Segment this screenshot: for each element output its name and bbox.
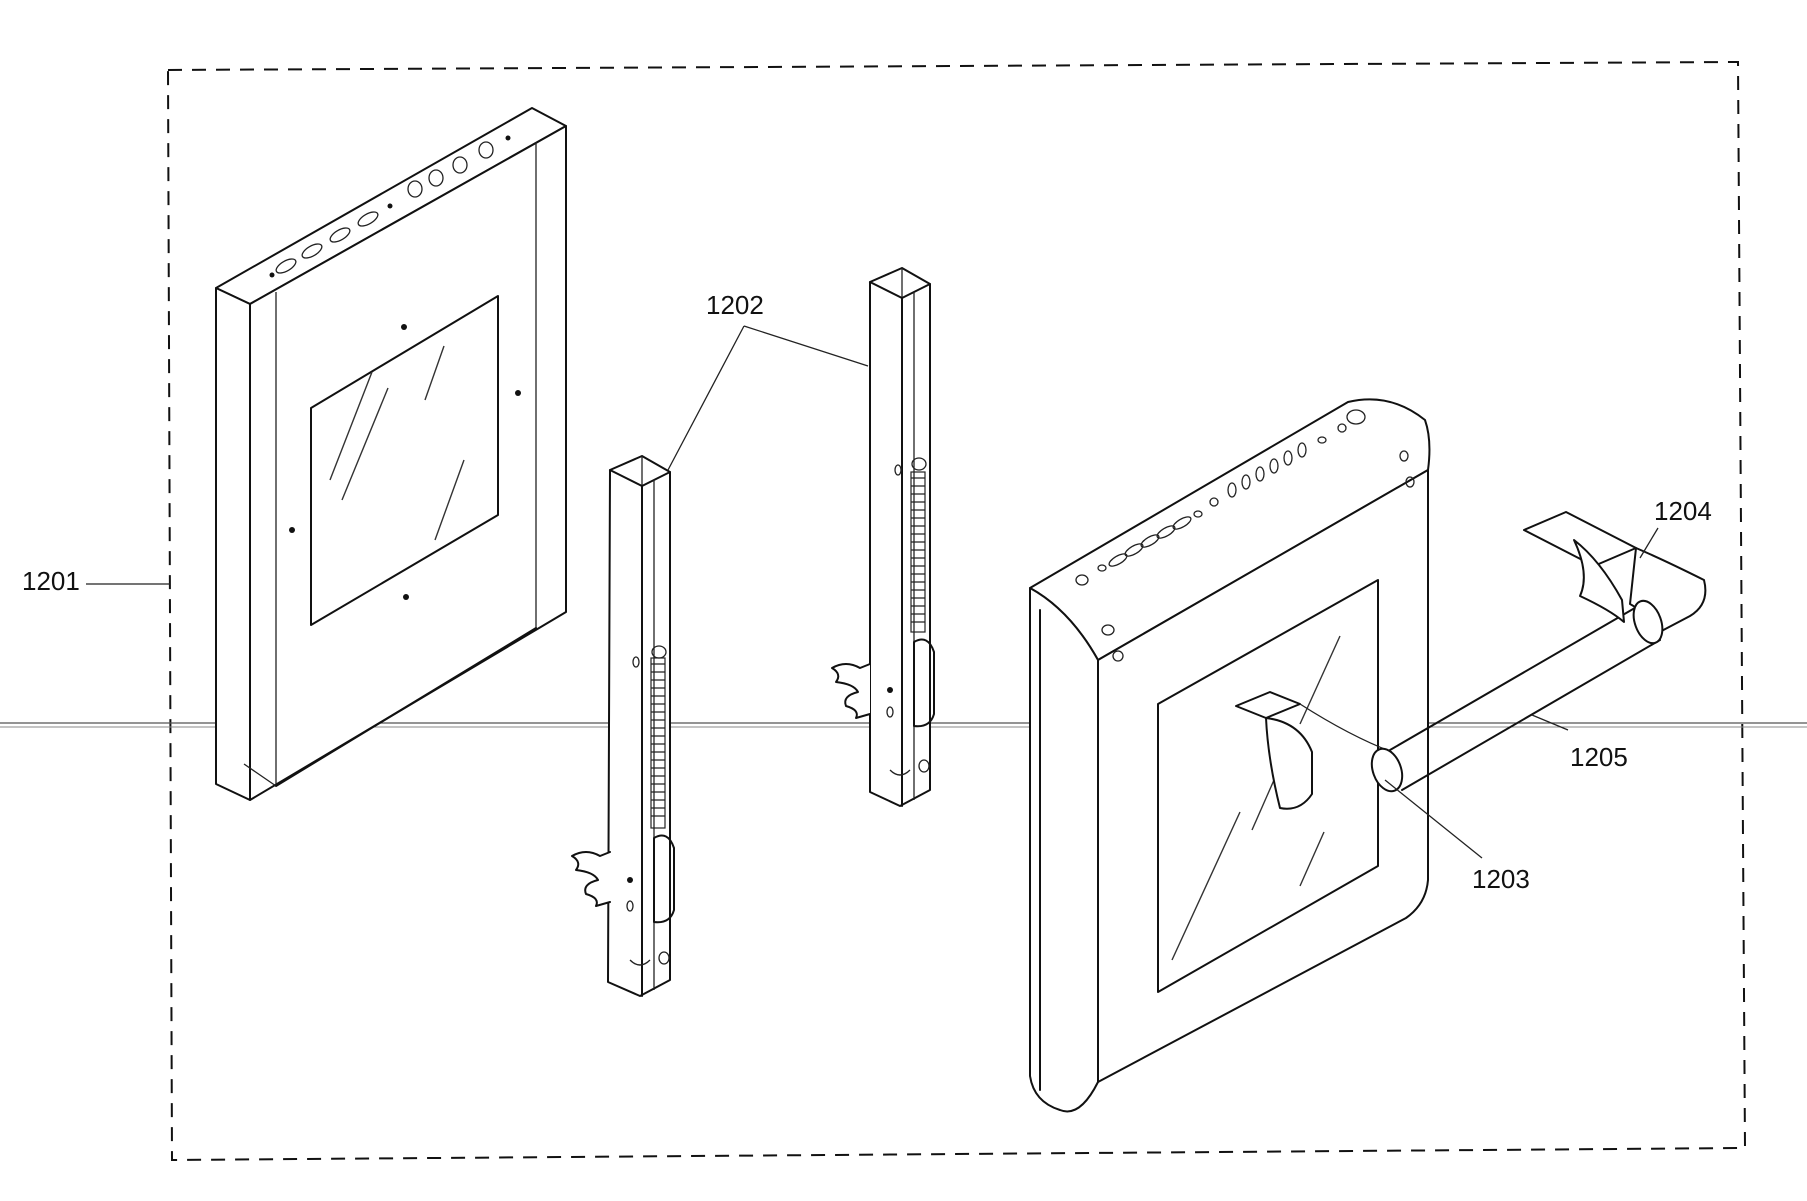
assembly-boundary (166, 60, 1747, 1162)
inner-door-frame (215, 107, 567, 801)
hinge-right (831, 267, 935, 807)
label-1203: 1203 (1472, 864, 1530, 894)
hinge-left-spring (650, 645, 667, 829)
label-1201: 1201 (22, 566, 80, 596)
label-1205: 1205 (1570, 742, 1628, 772)
frame-vent-slots (269, 135, 511, 278)
label-1204: 1204 (1654, 496, 1712, 526)
leader-lines (86, 325, 1659, 859)
handle-mount-right (1523, 511, 1707, 645)
hinge-left (571, 455, 675, 997)
hinge-right-spring (910, 457, 927, 633)
handle-bar (1389, 604, 1661, 791)
outer-door (1029, 398, 1707, 1113)
door-vent-slots (1075, 409, 1366, 586)
handle-mount-left (1235, 691, 1404, 810)
label-1202: 1202 (706, 290, 764, 320)
